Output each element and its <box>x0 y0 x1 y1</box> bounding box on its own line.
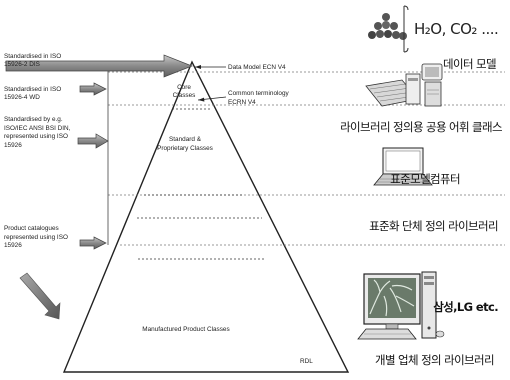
label-data-model-kr: 데이터 모델 <box>443 57 497 71</box>
molecule-icon <box>368 5 409 53</box>
pyramid-standard-classes: Standard & Proprietary Classes <box>157 136 213 152</box>
label-brands-kr: 삼성,LG etc. <box>433 300 498 314</box>
annotation-common-terminology: Common terminology ECRN V4 <box>228 90 289 106</box>
laptop-icon <box>373 147 433 186</box>
note-catalogues: Product catalogues represented using ISO… <box>4 225 68 249</box>
pyramid-internal-lines <box>137 108 266 260</box>
label-vendor-kr: 개별 업체 정의 라이브러리 <box>375 353 495 367</box>
pyramid-core-classes: Core Classes <box>172 84 196 99</box>
pyramid-rdl-label: RDL <box>300 358 313 365</box>
keyboard-icon <box>365 63 443 107</box>
label-standard-pc-kr: 표준모델컴퓨터 <box>390 172 460 186</box>
note-std-other: Standardised by e.g. ISO/IEC ANSI BSI DI… <box>4 116 71 149</box>
label-standard-org-kr: 표준화 단체 정의 라이브러리 <box>369 219 499 233</box>
pyramid-manufactured-classes: Manufactured Product Classes <box>142 326 230 333</box>
pyramid-outline <box>62 60 350 373</box>
desktop-computer-icon <box>357 271 445 340</box>
annotation-pointers <box>195 65 227 102</box>
label-library-kr: 라이브러리 정의용 공용 어휘 클래스 <box>340 120 503 134</box>
annotation-data-model: Data Model ECN V4 <box>228 64 286 71</box>
level-lines <box>107 62 505 246</box>
right-arrow-icon <box>5 54 193 320</box>
note-std-2dis: Standardised in ISO 15926-2 DIS <box>4 53 62 68</box>
chemical-formula: H₂O, CO₂ .... <box>414 20 499 38</box>
note-std-4wd: Standardised in ISO 15926-4 WD <box>4 86 62 101</box>
